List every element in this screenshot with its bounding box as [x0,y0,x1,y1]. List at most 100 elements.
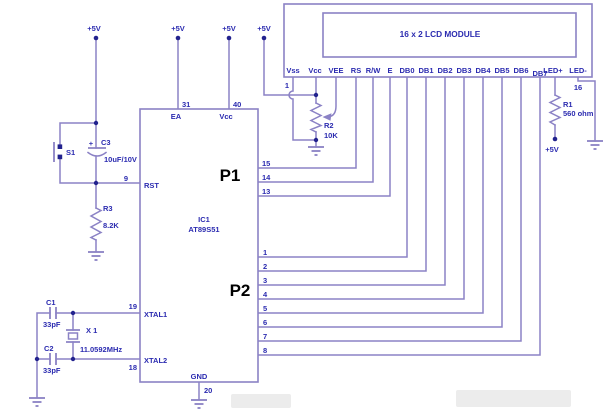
resistor-zigzag [548,93,562,127]
wire-db2 [257,76,446,286]
c2-value: 33pF [43,366,61,375]
lcd-display-window [322,12,577,58]
lcd-pin-label-db5: DB5 [494,66,509,75]
cap-curved-plate [86,151,108,157]
resistor-zigzag [309,101,323,134]
junction-dot [93,120,99,126]
watermark-smudge [456,390,571,407]
switch-contact [57,144,63,149]
wire-db0 [257,76,408,258]
wire-vss [288,76,317,141]
wire-e [257,76,391,197]
power-label: +5V [87,24,101,33]
wire-db6 [257,76,522,342]
ground-symbol [307,146,325,156]
c3-ref: C3 [101,138,111,147]
lcd-pin-label-db6: DB6 [513,66,528,75]
lcd-pin-label-e: E [387,66,392,75]
power-dot [261,35,267,41]
switch-contact [57,154,63,160]
p1-pin-13: 13 [262,187,270,196]
crystal-plates [66,329,80,343]
lcd-pin-label-db3: DB3 [456,66,471,75]
wire-db7 [257,76,541,356]
r2-value: 10K [324,131,338,140]
p1-pin-14: 14 [262,173,271,182]
wire-rs [257,76,357,169]
lcd-pin-wires [257,76,596,356]
wire-osc-left [36,312,51,398]
port2-label: P2 [230,281,251,300]
ground-symbol [190,399,208,409]
junction-dot [313,137,319,143]
power-rails [95,37,317,149]
wire-db5 [257,76,503,328]
lcd-pin-label-rw: R/W [366,66,382,75]
junction-dot [93,180,99,186]
resistor-r1-symbol [548,93,562,127]
wire-rw [257,76,374,183]
lcd-pin-label-db0: DB0 [399,66,414,75]
wire-switch-loop [59,122,97,184]
wire-db1 [257,76,427,272]
r3-value: 8.2K [103,221,119,230]
ground-symbol [586,140,604,150]
ic-pin-rst: RST [144,181,159,190]
port1-label: P1 [220,166,241,185]
r3-ref: R3 [103,204,113,213]
c1-ref: C1 [46,298,56,307]
x1-ref: X 1 [86,326,97,335]
power-dot [175,35,181,41]
ground-symbol [87,251,105,261]
ic-pin-xtal1: XTAL1 [144,310,167,319]
r2-ref: R2 [324,121,334,130]
power-label: +5V [171,24,185,33]
ic-pin-gnd: GND [191,372,208,381]
p2-pin-8: 8 [263,346,267,355]
ic-pin-ea-num: 31 [182,100,190,109]
power-label: +5V [257,24,271,33]
cap-plates [49,307,57,319]
p2-pin-2: 2 [263,262,267,271]
power-dot [93,35,99,41]
ic-pin-vcc-num: 40 [233,100,241,109]
lcd-pin-label-db7: DB7 [532,69,547,78]
lcd-pin-label-db4: DB4 [475,66,491,75]
capacitor-c3-symbol [86,147,108,157]
ground-symbol [28,397,46,407]
lcd-pin-label-db1: DB1 [418,66,433,75]
c1-value: 33pF [43,320,61,329]
ic-pin-ea: EA [171,112,182,121]
wire-vee-wiper [328,76,337,118]
power-dot [552,136,558,142]
p1-pin-15: 15 [262,159,270,168]
ic-pin-xtal2-num: 18 [129,363,137,372]
p2-pin-5: 5 [263,304,267,313]
lcd-title: 16 x 2 LCD MODULE [400,29,481,39]
ic-pin-rst-num: 9 [124,174,128,183]
wire-ledminus [577,76,596,142]
ic-pin-vcc: Vcc [219,112,232,121]
c3-value: 10uF/10V [104,155,137,164]
junction-dot [70,310,76,316]
p2-pin-1: 1 [263,248,267,257]
ic-pin-xtal1-num: 19 [129,302,137,311]
r1-value: 560 ohm [563,109,594,118]
c2-ref: C2 [44,344,54,353]
lcd-pin-label-vss: Vss [286,66,299,75]
p2-pin-7: 7 [263,332,267,341]
crystal-body [67,332,79,340]
junction-dot [313,92,319,98]
x1-value: 11.0592MHz [80,345,122,354]
switch-s1-symbol [53,142,63,162]
wire-db3 [257,76,465,300]
wiper-arrowhead-icon [322,113,332,121]
c3-polarity: + [89,139,94,148]
ic-pin-xtal2: XTAL2 [144,356,167,365]
lcd-pin-label-ledp: LED+ [543,66,563,75]
r1-ref: R1 [563,100,573,109]
power-label: +5V [222,24,236,33]
resistor-r3-symbol [89,206,103,242]
